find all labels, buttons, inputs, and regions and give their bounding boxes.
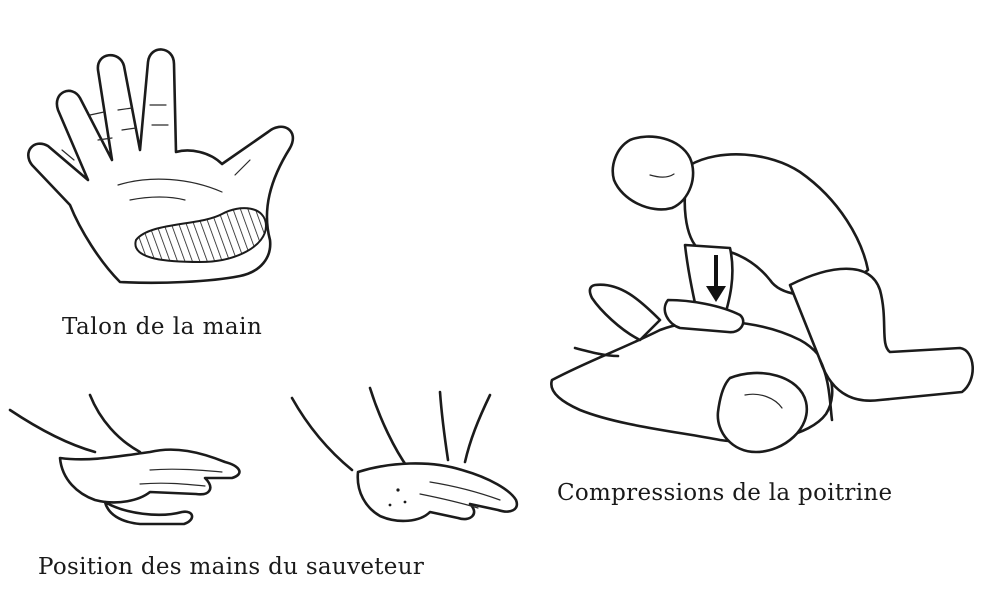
caption-heel-of-hand: Talon de la main (62, 316, 262, 339)
palm-illustration (28, 49, 293, 282)
hands-interlaced-view (292, 388, 517, 521)
chest-compression-illustration (551, 137, 972, 452)
hands-side-view (10, 395, 239, 524)
caption-chest-compressions: Compressions de la poitrine (557, 482, 892, 505)
caption-rescuer-hand-position: Position des mains du sauveteur (38, 556, 424, 579)
